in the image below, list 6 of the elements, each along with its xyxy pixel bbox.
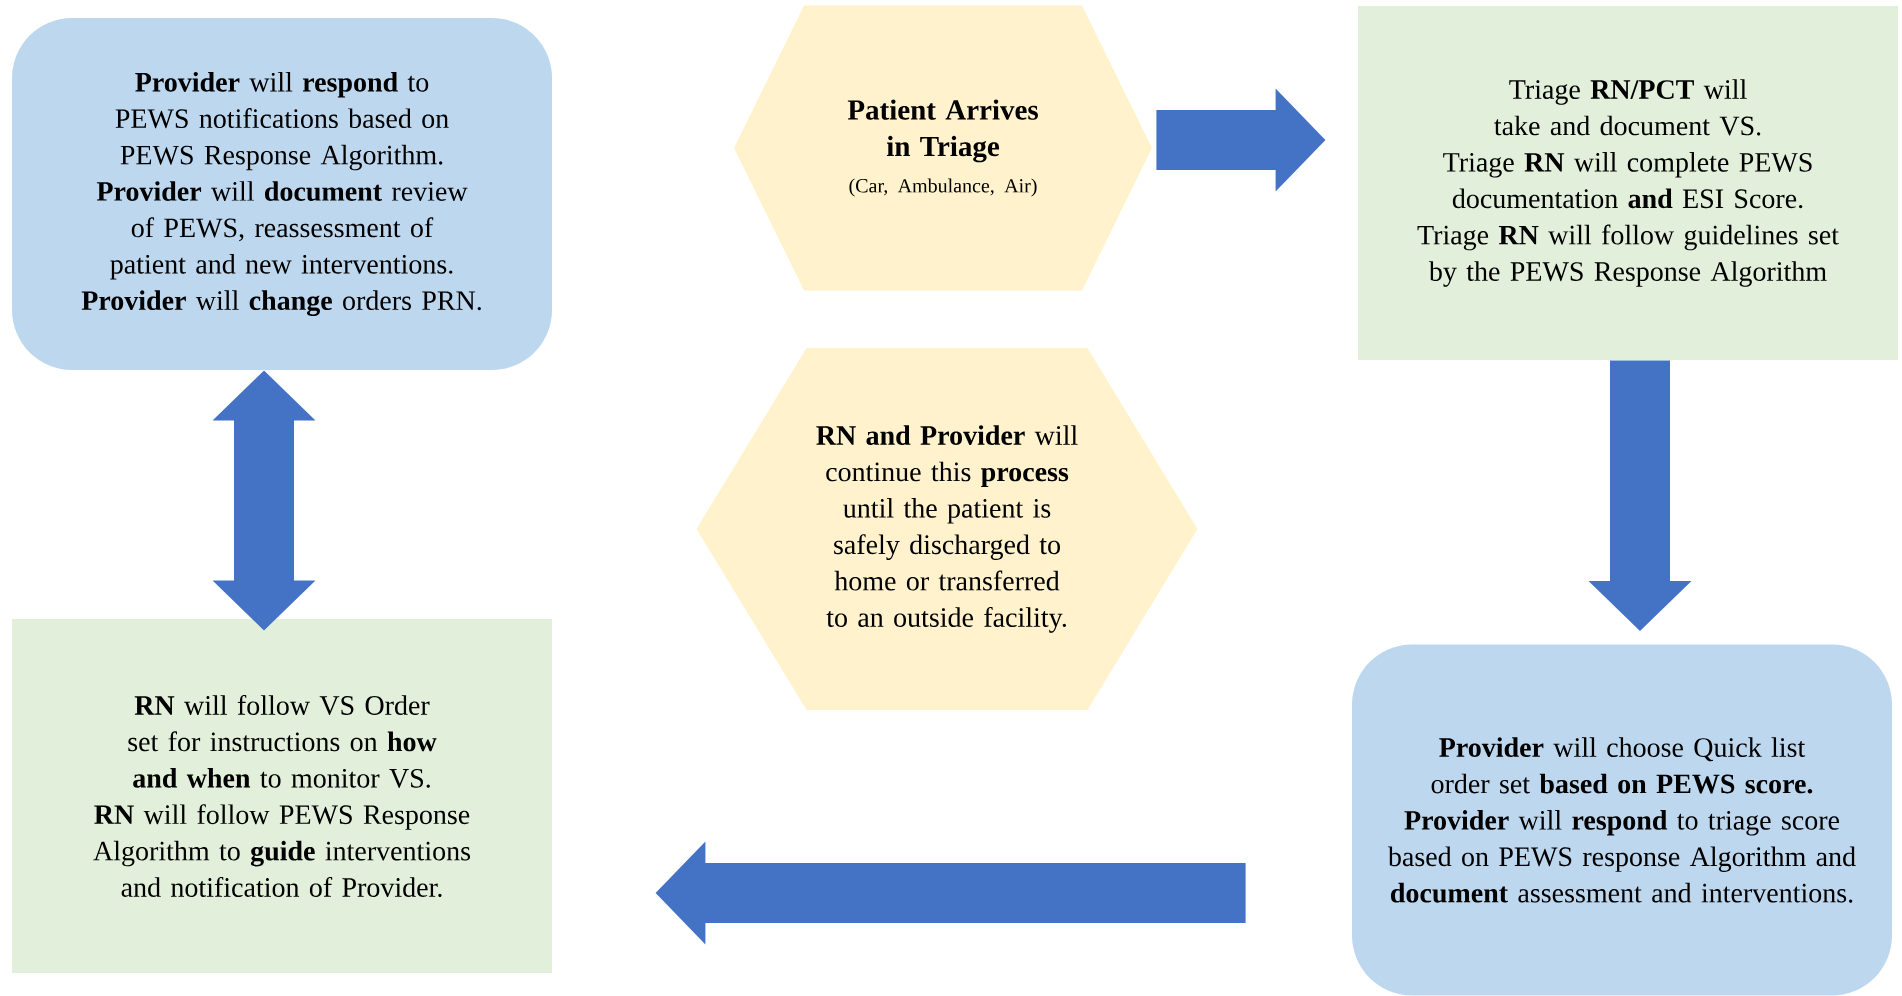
hexagon: RN and Provider will continue this process until the patient is safely discharged to home or transferred to an outside facility.	[696, 348, 1198, 710]
hexagon: Patient Arrives in Triage (Car, Ambulance, Air)	[734, 5, 1152, 291]
process-box: RN will follow VS Order set for instructions on how and when to monitor VS. RN will follow PEWS Response Algorithm to guide interventions and notification of Provider.	[12, 619, 552, 973]
rounded-box: Provider will choose Quick list order set based on PEWS score. Provider will respond to triage score based on PEWS response Algorithm and document assessment and interventions.	[1352, 644, 1892, 996]
process-box: Triage RN/PCT will take and document VS. Triage RN will complete PEWS documentation and ESI Score. Triage RN will follow guidelines set by the PEWS Response Algorithm	[1358, 6, 1898, 360]
rounded-box: Provider will respond to PEWS notifications based on PEWS Response Algorithm. Provider will document review of PEWS, reassessment of patient and new interventions. Provider will change orders PRN.	[12, 18, 552, 370]
